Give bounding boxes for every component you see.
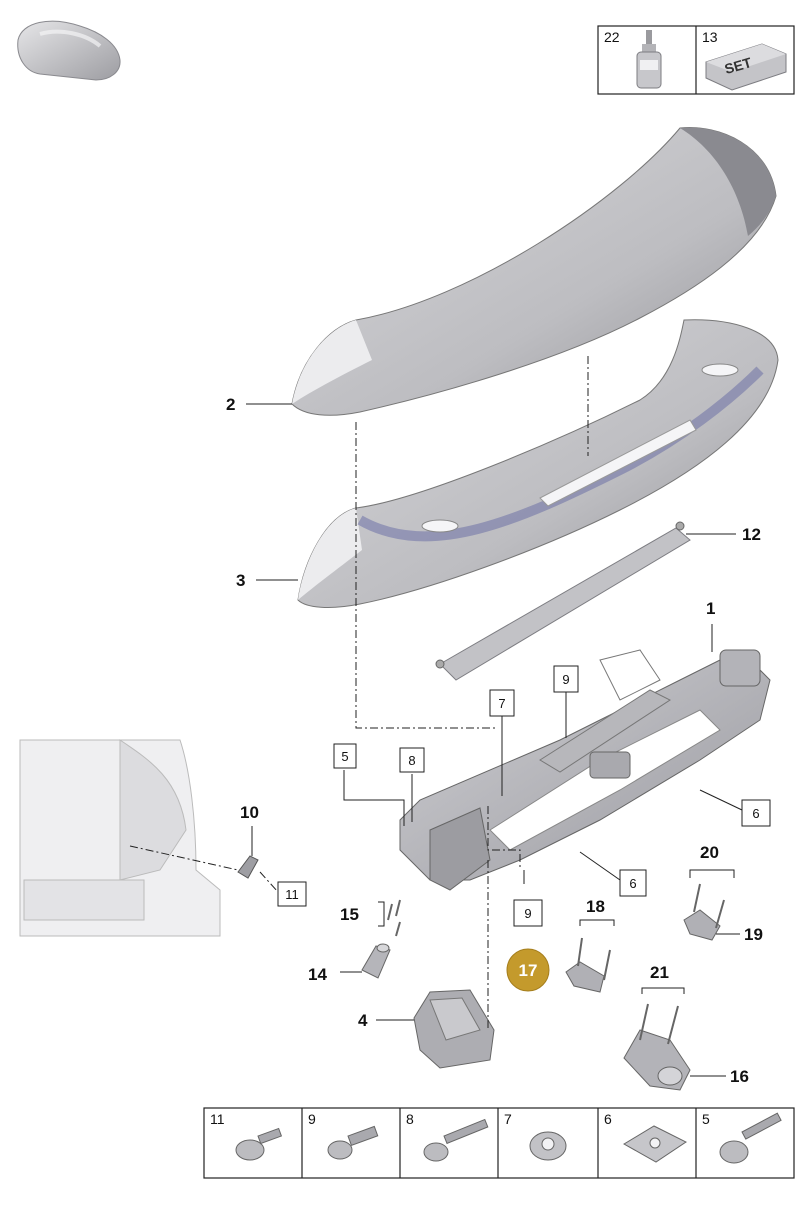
clip-nut-icon [623, 1125, 687, 1163]
callout-19: 19 [744, 925, 763, 944]
boxed-callout-11: 11 [285, 887, 299, 902]
callout-12: 12 [742, 525, 761, 544]
bottom-legend-number-9: 9 [308, 1111, 316, 1127]
callout-1: 1 [706, 599, 715, 618]
part-10-nut-plate [237, 855, 259, 879]
top-legend-table: 22 13 SET [597, 25, 795, 95]
bottom-legend-table: 11 9 8 7 6 5 [203, 1107, 795, 1179]
flange-bolt-icon [235, 1127, 283, 1161]
bottom-legend-number-7: 7 [504, 1111, 512, 1127]
part-17-clip [565, 937, 611, 993]
bottom-legend-number-6: 6 [604, 1111, 612, 1127]
shoulder-bolt-icon [327, 1125, 379, 1160]
callout-17-label: 17 [519, 961, 538, 980]
part-15-screws [387, 899, 401, 937]
callout-3: 3 [236, 571, 245, 590]
callout-20: 20 [700, 843, 719, 862]
boxed-callout-8: 8 [408, 753, 415, 768]
dash-dot-assembly-lines [129, 356, 589, 1030]
callout-21: 21 [650, 963, 669, 982]
part-16-hinge [623, 1003, 691, 1091]
leader-lines [246, 403, 743, 1077]
boxed-callout-7: 7 [498, 696, 505, 711]
plain-callouts: 2 3 12 1 10 15 14 4 18 20 19 21 16 [226, 395, 763, 1086]
adhesive-bottle-icon [636, 30, 662, 89]
boxed-callout-5: 5 [341, 749, 348, 764]
legend-number-22: 22 [604, 29, 620, 45]
car-body-section [19, 739, 221, 937]
callout-2: 2 [226, 395, 235, 414]
part-14-cylinder [361, 943, 391, 979]
callout-15: 15 [340, 905, 359, 924]
legend-number-13: 13 [702, 29, 718, 45]
callout-4: 4 [358, 1011, 368, 1030]
callout-16: 16 [730, 1067, 749, 1086]
callout-14: 14 [308, 965, 327, 984]
boxed-callout-9-top: 9 [562, 672, 569, 687]
set-box-label: SET [723, 54, 754, 77]
washer-bolt-icon [719, 1112, 782, 1164]
boxed-callout-9-bottom: 9 [524, 906, 531, 921]
set-box-icon: SET [705, 43, 787, 91]
long-bolt-icon [423, 1118, 489, 1162]
bottom-legend-number-11: 11 [210, 1111, 225, 1127]
boxed-callout-6-right: 6 [752, 806, 759, 821]
bottom-legend-number-5: 5 [702, 1111, 710, 1127]
bottom-legend-number-8: 8 [406, 1111, 414, 1127]
part-19-clip [683, 883, 725, 941]
part-2-spoiler-cover [291, 127, 777, 416]
callout-18: 18 [586, 897, 605, 916]
callout-10: 10 [240, 803, 259, 822]
flange-nut-icon [529, 1131, 567, 1161]
part-12-trim-strip [435, 521, 691, 681]
boxed-callout-6-lower: 6 [629, 876, 636, 891]
car-thumbnail-icon [17, 20, 121, 81]
callout-17-highlight[interactable]: 17 [506, 948, 550, 992]
part-4-bracket [413, 989, 495, 1069]
boxed-callouts: 5 8 7 9 6 6 9 11 [277, 665, 771, 927]
part-3-lower-spoiler [297, 319, 779, 608]
part-1-spoiler-frame [399, 649, 771, 891]
